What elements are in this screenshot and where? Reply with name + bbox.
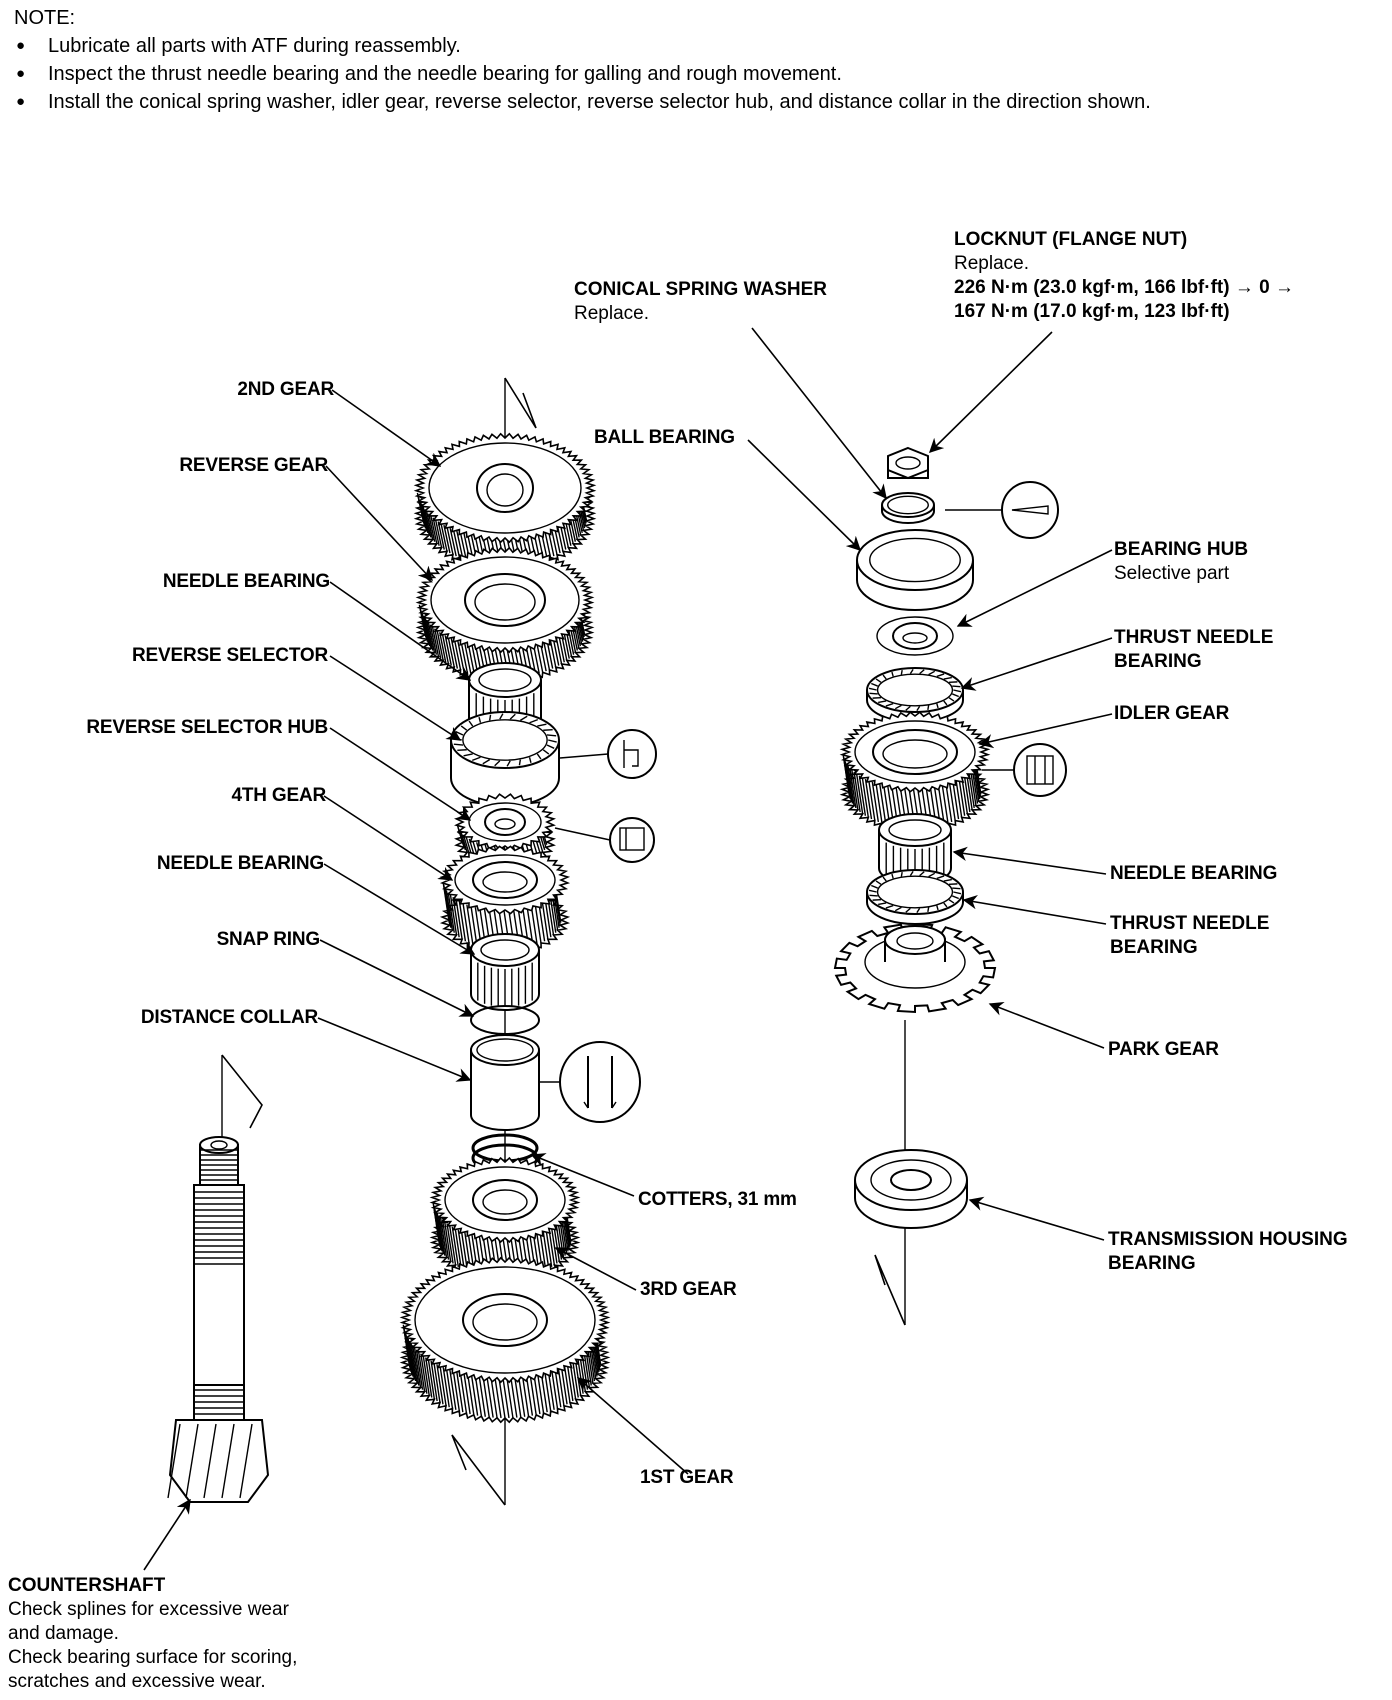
snap-ring-leader (319, 939, 475, 1017)
axis-break-bottom-left (451, 1434, 506, 1506)
ball-bearing-label: BALL BEARING (594, 427, 735, 448)
reverse-selector-label: REVERSE SELECTOR (132, 645, 328, 666)
second-gear-leader (331, 389, 442, 467)
reverse-selector-hub-leader (329, 727, 472, 821)
thrust-needle-bearing-upper (866, 667, 964, 723)
fourth-gear-leader (323, 795, 454, 881)
transmission-bearing-leader (968, 1196, 1105, 1241)
bearing-hub-leader (956, 549, 1113, 627)
conical-washer-label: CONICAL SPRING WASHER (574, 279, 828, 300)
bearing-hub-callout: BEARING HUB Selective part (1114, 538, 1248, 586)
locknut-label: LOCKNUT (FLANGE NUT) (954, 229, 1188, 250)
countershaft-note-4: scratches and excessive wear. (8, 1671, 266, 1692)
first-gear-leader (576, 1377, 689, 1475)
reverse-selector-leader (329, 655, 462, 741)
reverse-selector-hub-detail-inset (554, 817, 655, 863)
transmission-bearing-line2: BEARING (1108, 1253, 1196, 1274)
reverse-gear-label: REVERSE GEAR (179, 455, 328, 476)
note-title: NOTE: (14, 7, 76, 29)
conical-washer-leader (751, 327, 887, 500)
idler-gear (839, 711, 991, 833)
thrust-needle-bearing-2-callout: THRUST NEEDLE BEARING (1110, 912, 1269, 960)
bearing-hub-label: BEARING HUB (1114, 539, 1249, 560)
idler-gear-label: IDLER GEAR (1114, 703, 1230, 724)
park-gear-leader (988, 1001, 1105, 1049)
thrust-needle-bearing-2-line2: BEARING (1110, 937, 1198, 958)
needle-bearing-1-label: NEEDLE BEARING (162, 571, 330, 592)
second-gear (413, 432, 597, 572)
conical-washer-detail-inset (945, 481, 1059, 539)
first-gear (399, 1256, 611, 1424)
locknut (887, 446, 929, 480)
park-gear-label: PARK GEAR (1108, 1039, 1219, 1060)
distance-collar-label: DISTANCE COLLAR (140, 1007, 318, 1028)
idler-gear-detail-inset (982, 743, 1067, 797)
thrust-needle-bearing-2-line1: THRUST NEEDLE (1110, 913, 1270, 934)
needle-bearing-right-leader (952, 846, 1107, 875)
reverse-gear-leader (325, 465, 433, 582)
distance-collar-leader (317, 1017, 472, 1082)
snap-ring-label: SNAP RING (216, 929, 321, 950)
bearing-hub (876, 616, 954, 656)
second-gear-label: 2ND GEAR (237, 379, 334, 400)
thrust-needle-bearing-lower (866, 869, 964, 925)
countershaft-drawing (167, 1054, 270, 1503)
note-item: Install the conical spring washer, idler… (14, 88, 1384, 116)
idler-gear-leader (978, 713, 1113, 749)
countershaft-label: COUNTERSHAFT (8, 1575, 166, 1596)
third-gear-label: 3RD GEAR (640, 1279, 737, 1300)
fourth-gear-label: 4TH GEAR (231, 785, 327, 806)
thrust-needle-bearing-1-leader (960, 637, 1113, 691)
conical-washer-callout: CONICAL SPRING WASHER Replace. (574, 278, 827, 326)
axis-break-bottom-right (874, 1254, 906, 1326)
reverse-selector (450, 711, 560, 807)
countershaft-note-2: and damage. (8, 1623, 119, 1644)
thrust-needle-bearing-2-leader (962, 895, 1107, 925)
bearing-hub-note: Selective part (1114, 563, 1230, 584)
needle-bearing-upper-leader (329, 581, 472, 681)
note-list: Lubricate all parts with ATF during reas… (14, 32, 1384, 116)
note-item: Lubricate all parts with ATF during reas… (14, 32, 1384, 60)
note-block: NOTE: Lubricate all parts with ATF durin… (14, 4, 1384, 116)
reverse-selector-hub-label: REVERSE SELECTOR HUB (86, 717, 328, 738)
needle-bearing-right-label: NEEDLE BEARING (1110, 863, 1278, 884)
transmission-bearing-callout: TRANSMISSION HOUSING BEARING (1108, 1228, 1348, 1276)
park-gear (833, 922, 997, 1014)
conical-washer-replace-note: Replace. (574, 303, 649, 324)
locknut-torque-1: 226 N·m (23.0 kgf·m, 166 lbf·ft) → 0 → (954, 277, 1294, 298)
transmission-housing-bearing (854, 1149, 968, 1229)
thrust-needle-bearing-1-line1: THRUST NEEDLE (1114, 627, 1274, 648)
locknut-leader (928, 331, 1053, 454)
ball-bearing (856, 529, 974, 611)
thrust-needle-bearing-1-callout: THRUST NEEDLE BEARING (1114, 626, 1273, 674)
thrust-needle-bearing-1-line2: BEARING (1114, 651, 1202, 672)
needle-bearing-lower (470, 933, 540, 1011)
fourth-gear (439, 845, 571, 955)
cotters-leader (530, 1153, 635, 1197)
locknut-torque-2: 167 N·m (17.0 kgf·m, 123 lbf·ft) (954, 301, 1230, 322)
countershaft-note-1: Check splines for excessive wear (8, 1599, 289, 1620)
needle-bearing-2-label: NEEDLE BEARING (156, 853, 324, 874)
transmission-bearing-line1: TRANSMISSION HOUSING (1108, 1229, 1348, 1250)
locknut-callout: LOCKNUT (FLANGE NUT) Replace. 226 N·m (2… (954, 228, 1294, 324)
third-gear-leader (554, 1247, 637, 1291)
countershaft-note-3: Check bearing surface for scoring, (8, 1647, 298, 1668)
axis-break-top-left (504, 377, 537, 429)
note-item: Inspect the thrust needle bearing and th… (14, 60, 1384, 88)
locknut-replace-note: Replace. (954, 253, 1029, 274)
distance-collar-detail-inset (540, 1041, 641, 1123)
first-gear-label: 1ST GEAR (640, 1467, 734, 1488)
distance-collar (470, 1034, 540, 1131)
reverse-selector-detail-inset (559, 729, 657, 779)
needle-bearing-lower-leader (323, 863, 476, 955)
cotters-label: COTTERS, 31 mm (638, 1189, 797, 1210)
countershaft-leader (143, 1498, 191, 1571)
ball-bearing-leader (747, 439, 862, 552)
countershaft-callout: COUNTERSHAFT Check splines for excessive… (8, 1574, 297, 1694)
reverse-gear (415, 546, 595, 684)
conical-spring-washer (881, 492, 935, 524)
